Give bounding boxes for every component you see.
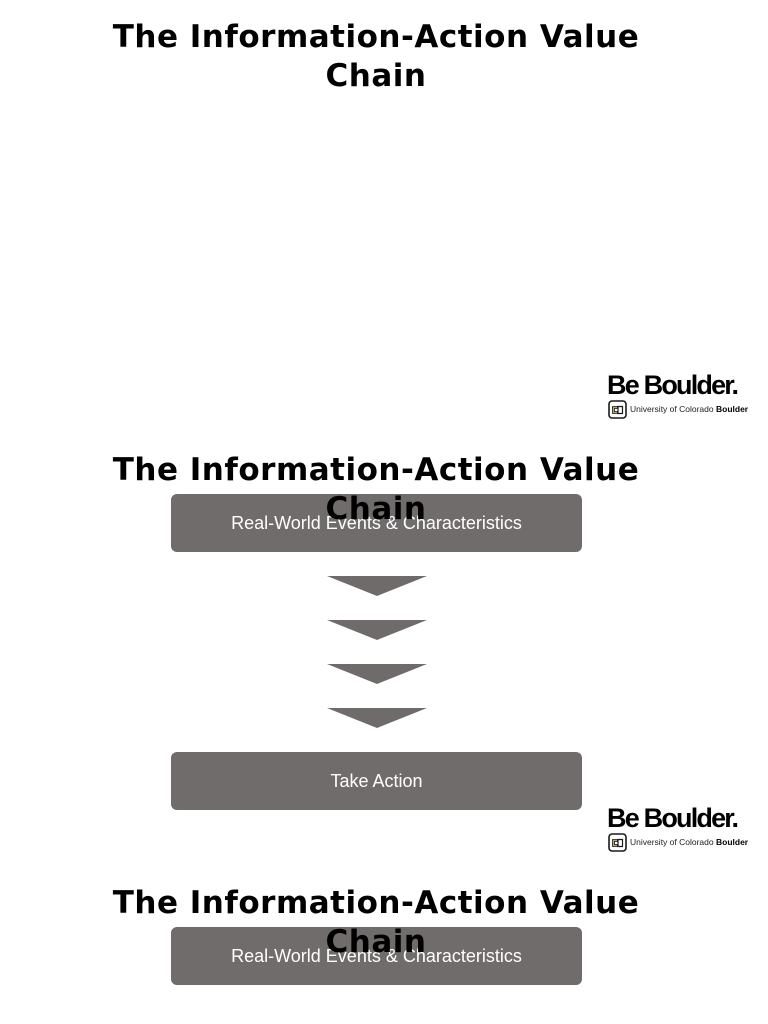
slide-title: The Information-Action Value Chain — [112, 885, 640, 960]
slide-1: The Information-Action Value Chain Be Bo… — [0, 0, 768, 432]
cu-emblem-icon — [608, 400, 627, 419]
logo-wordmark: Be Boulder. — [607, 370, 739, 400]
chevron-down-icon — [327, 620, 427, 640]
logo-wordmark: Be Boulder. — [607, 803, 739, 833]
flow-step-label: Take Action — [330, 770, 423, 791]
logo-university-line: University of Colorado Boulder — [630, 403, 748, 415]
logo-university: University of Colorado — [630, 404, 714, 414]
cu-boulder-logo: Be Boulder. University of Colorado Bould… — [607, 370, 757, 422]
logo-campus: Boulder — [716, 404, 749, 414]
slide-2: Real-World Events & Characteristics Take… — [0, 433, 768, 865]
flow-step-start: Real-World Events & Characteristics — [171, 494, 582, 552]
flow-step-end: Take Action — [171, 752, 582, 810]
logo-university: University of Colorado — [630, 837, 714, 847]
cu-emblem-icon — [608, 833, 627, 852]
cu-boulder-logo: Be Boulder. University of Colorado Bould… — [607, 803, 757, 855]
flow-step-label: Real-World Events & Characteristics — [231, 945, 522, 966]
slide-3: Real-World Events & Characteristics The … — [0, 866, 768, 1024]
flow-step-label: Real-World Events & Characteristics — [231, 512, 522, 533]
logo-campus: Boulder — [716, 837, 749, 847]
chevron-down-icon — [327, 576, 427, 596]
chevron-down-icon — [327, 664, 427, 684]
chevron-down-icon — [327, 708, 427, 728]
slide-title: The Information-Action Value Chain — [112, 19, 640, 94]
slide-title: The Information-Action Value Chain — [112, 452, 640, 527]
logo-university-line: University of Colorado Boulder — [630, 836, 748, 848]
flow-step-start: Real-World Events & Characteristics — [171, 927, 582, 985]
